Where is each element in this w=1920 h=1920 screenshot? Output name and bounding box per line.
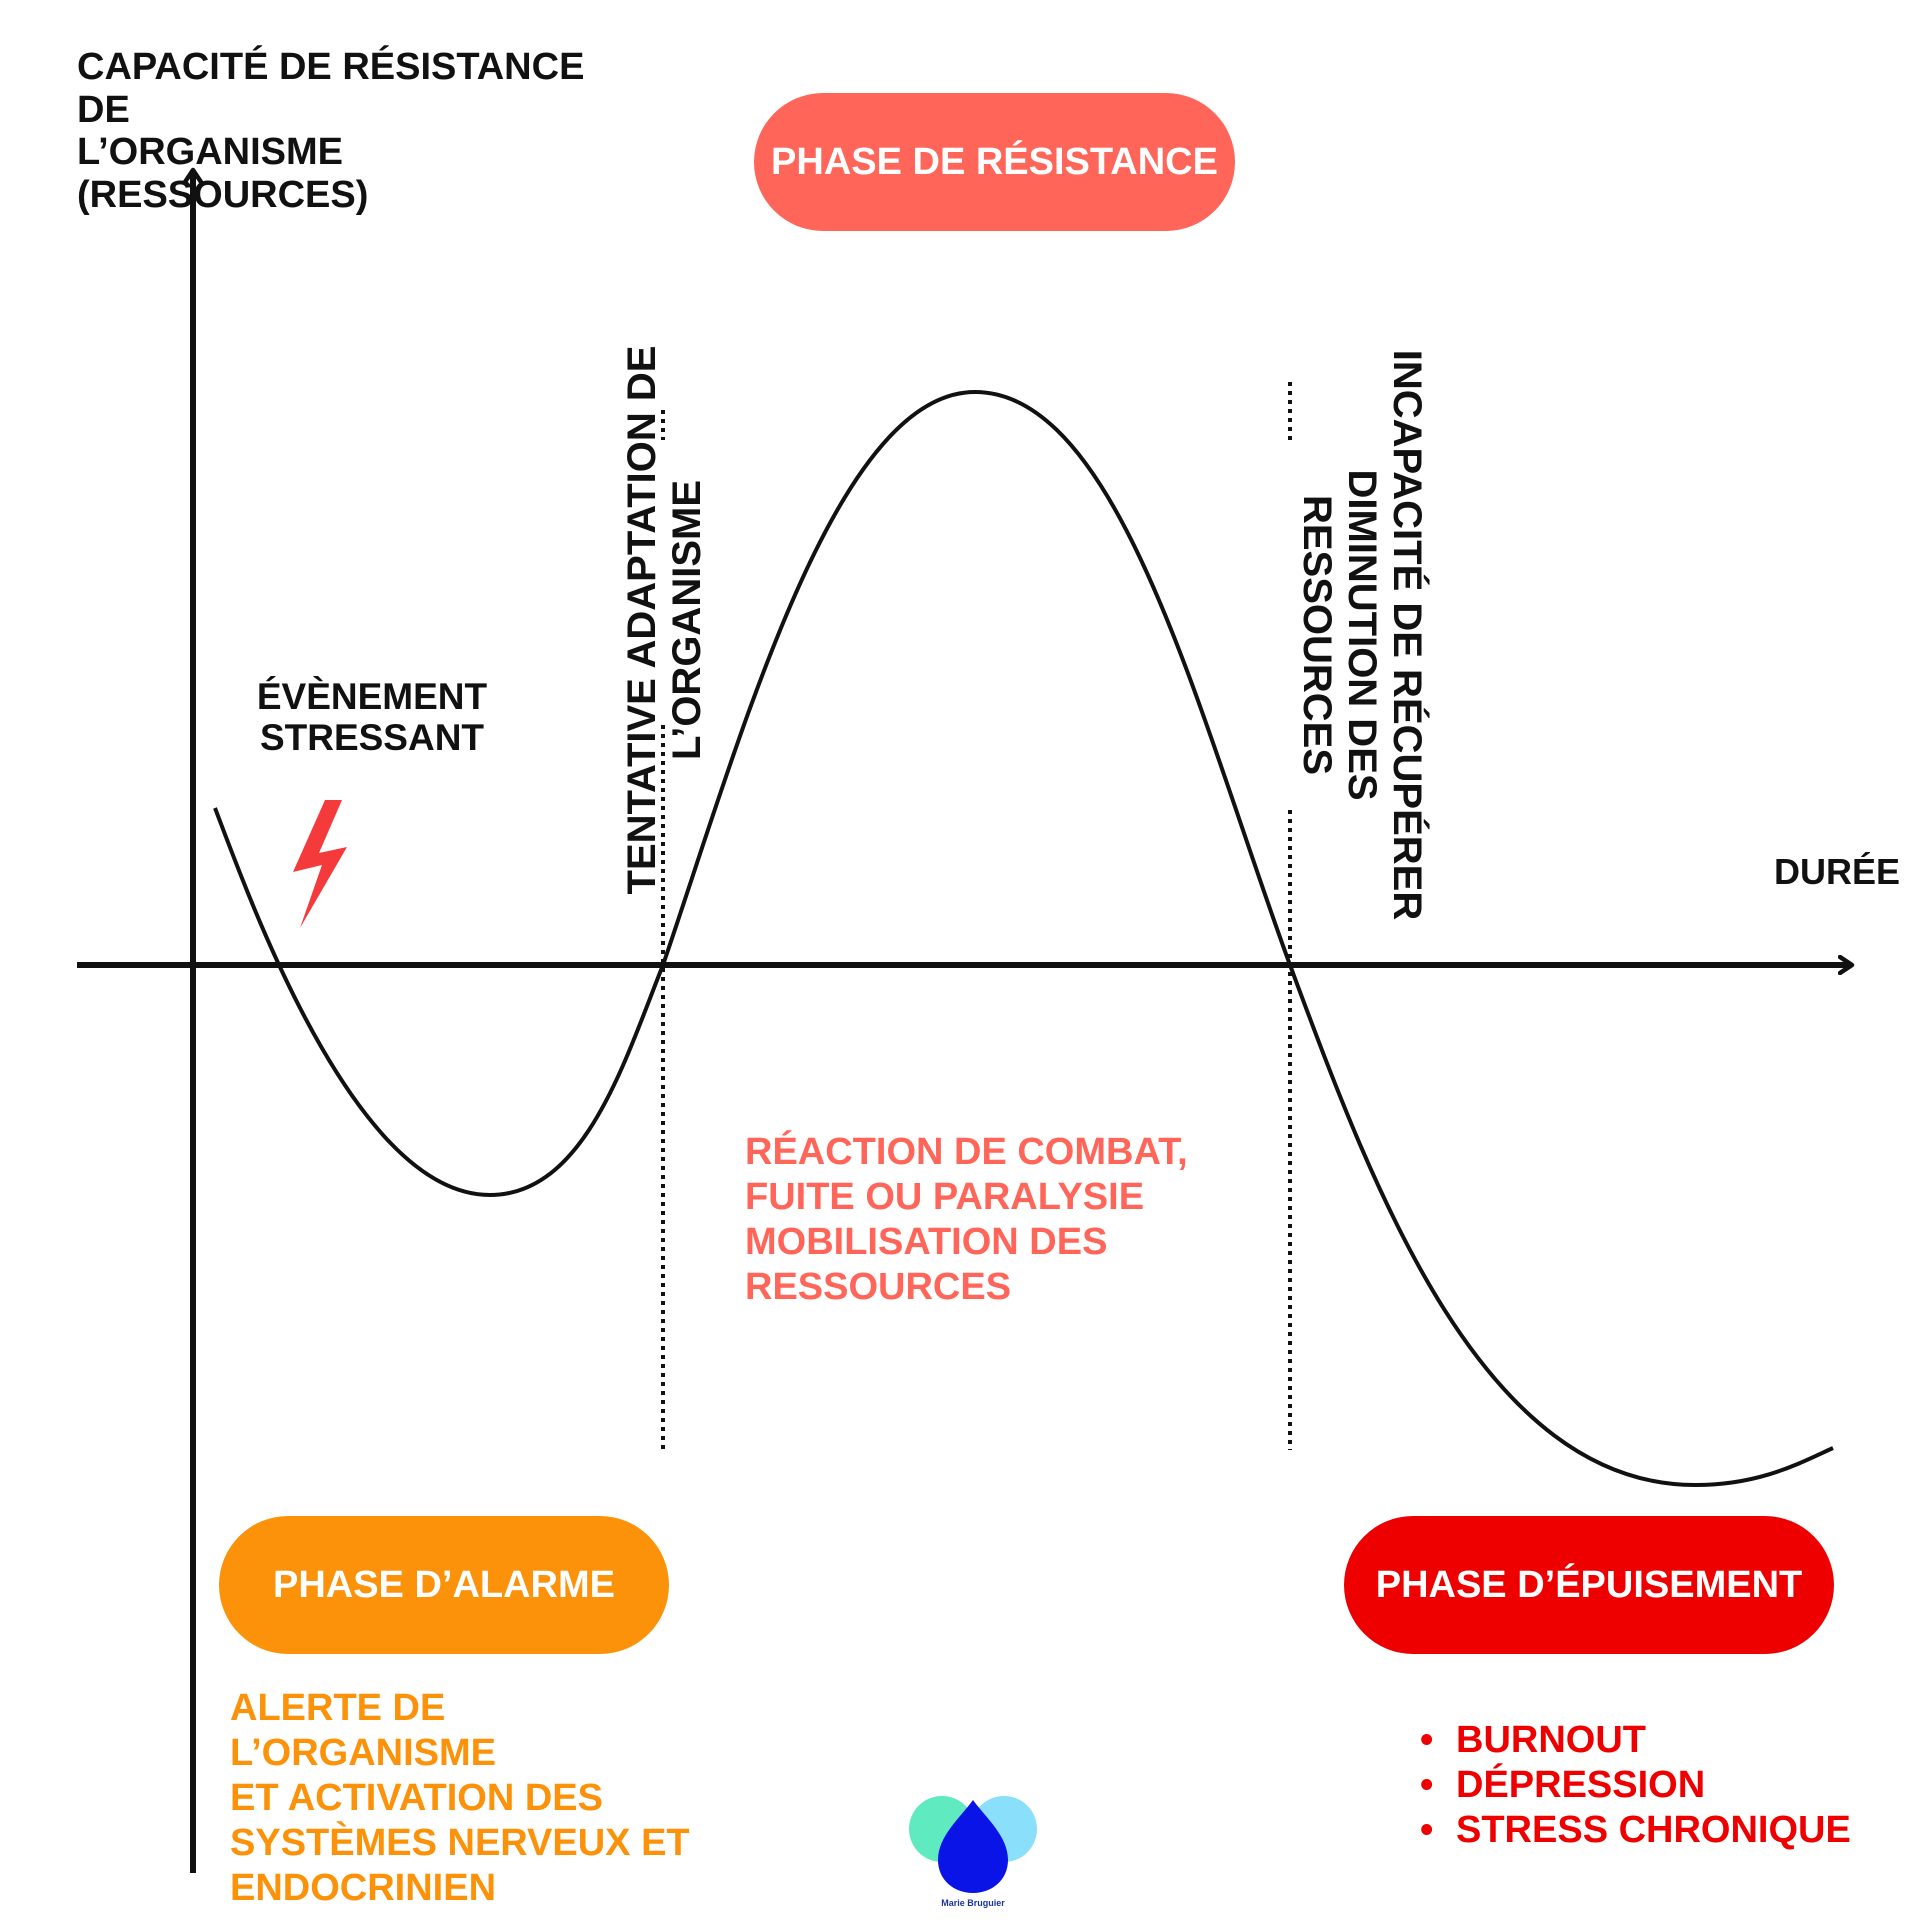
- logo-drop: [938, 1800, 1008, 1893]
- alarm-desc-line2: ET ACTIVATION DES: [230, 1777, 603, 1819]
- alarm-description: ALERTE DE L’ORGANISME ET ACTIVATION DES …: [230, 1686, 720, 1911]
- recovery-annotation: INCAPACITÉ DE RÉCUPÉRER DIMINUTION DES R…: [1295, 349, 1430, 921]
- adaptation-line2: L’ORGANISME: [665, 479, 709, 761]
- recovery-line3: RESSOURCES: [1295, 494, 1340, 776]
- recovery-line2: DIMINUTION DES: [1340, 469, 1385, 801]
- y-axis-title-line2: L’ORGANISME (RESSOURCES): [77, 131, 369, 216]
- exhaustion-consequences-list: BURNOUT DÉPRESSION STRESS CHRONIQUE: [1420, 1718, 1851, 1853]
- list-item-burnout: BURNOUT: [1420, 1718, 1851, 1763]
- stress-event-line1: ÉVÈNEMENT: [256, 676, 488, 717]
- x-axis-title: DURÉE: [1774, 851, 1901, 892]
- phase-resistance-pill: PHASE DE RÉSISTANCE: [754, 93, 1235, 231]
- alarm-desc-line1: ALERTE DE L’ORGANISME: [230, 1687, 497, 1774]
- stress-event-label: ÉVÈNEMENT STRESSANT: [222, 676, 522, 759]
- recovery-line1: INCAPACITÉ DE RÉCUPÉRER: [1385, 349, 1430, 921]
- resistance-description: RÉACTION DE COMBAT, FUITE OU PARALYSIE M…: [745, 1130, 1225, 1310]
- alarm-desc-line4: ENDOCRINIEN: [230, 1867, 497, 1909]
- alarm-desc-line3: SYSTÈMES NERVEUX ET: [230, 1822, 690, 1864]
- y-axis-title: CAPACITÉ DE RÉSISTANCE DE L’ORGANISME (R…: [77, 46, 637, 216]
- adaptation-line1: TENTATIVE ADAPTATION DE: [620, 345, 665, 895]
- stress-event-line2: STRESSANT: [259, 717, 485, 759]
- brand-name: Marie Bruguier: [941, 1898, 1005, 1908]
- phase-alarm-pill: PHASE D’ALARME: [219, 1516, 669, 1654]
- resistance-desc-line2: FUITE OU PARALYSIE: [745, 1176, 1145, 1218]
- brand-logo: [909, 1796, 1037, 1893]
- list-item-chronic-stress: STRESS CHRONIQUE: [1420, 1808, 1851, 1853]
- stress-response-curve: [213, 389, 1834, 1488]
- list-item-depression: DÉPRESSION: [1420, 1763, 1851, 1808]
- resistance-desc-line4: RESSOURCES: [745, 1266, 1012, 1308]
- resistance-desc-line3: MOBILISATION DES: [745, 1221, 1108, 1263]
- adaptation-annotation: TENTATIVE ADAPTATION DE L’ORGANISME: [620, 346, 710, 895]
- phase-exhaustion-pill: PHASE D’ÉPUISEMENT: [1344, 1516, 1834, 1654]
- y-axis-title-line1: CAPACITÉ DE RÉSISTANCE DE: [77, 46, 585, 131]
- resistance-desc-line1: RÉACTION DE COMBAT,: [745, 1131, 1188, 1173]
- lightning-bolt-icon: [293, 800, 347, 928]
